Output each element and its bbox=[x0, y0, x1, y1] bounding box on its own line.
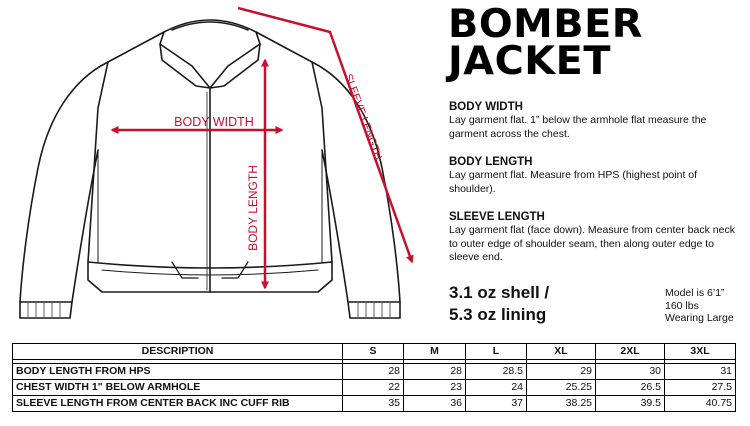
spec-heading: BODY WIDTH bbox=[449, 101, 523, 113]
jacket-diagram: BODY WIDTH BODY LENGTH SLEEVE LENGTH bbox=[19, 6, 414, 319]
spec-body-width: BODY WIDTH Lay garment flat. 1” below th… bbox=[449, 100, 744, 141]
table-header-row: DESCRIPTION S M L XL 2XL 3XL bbox=[12, 343, 736, 360]
size-chart-table: DESCRIPTION S M L XL 2XL 3XL BODY LENGTH… bbox=[12, 343, 736, 412]
title-line-1: BOMBER bbox=[448, 2, 643, 47]
table-cell: 35 bbox=[342, 395, 404, 412]
sleeve-length-label: SLEEVE LENGTH bbox=[342, 72, 384, 161]
table-cell: 28.5 bbox=[465, 363, 527, 380]
column-header: 2XL bbox=[595, 343, 665, 360]
table-cell: 31 bbox=[664, 363, 736, 380]
spec-text: Lay garment flat (face down). Measure fr… bbox=[449, 224, 735, 263]
table-cell: 25.25 bbox=[526, 379, 596, 396]
table-row: SLEEVE LENGTH FROM CENTER BACK INC CUFF … bbox=[12, 395, 736, 412]
model-size: Wearing Large bbox=[665, 312, 734, 324]
table-cell: 28 bbox=[403, 363, 466, 380]
row-label: CHEST WIDTH 1" BELOW ARMHOLE bbox=[12, 379, 343, 396]
row-label: SLEEVE LENGTH FROM CENTER BACK INC CUFF … bbox=[12, 395, 343, 412]
table-cell: 29 bbox=[526, 363, 596, 380]
jacket-outline bbox=[19, 19, 401, 319]
table-cell: 23 bbox=[403, 379, 466, 396]
sleeve-length-arrow bbox=[237, 6, 414, 264]
page-title: BOMBER JACKET bbox=[448, 2, 643, 84]
model-height: Model is 6’1” bbox=[665, 287, 725, 299]
table-cell: 30 bbox=[595, 363, 665, 380]
cuff-ribs bbox=[27, 303, 391, 317]
spec-text: Lay garment flat. Measure from HPS (high… bbox=[449, 169, 698, 195]
spec-body-length: BODY LENGTH Lay garment flat. Measure fr… bbox=[449, 155, 744, 196]
spec-heading: SLEEVE LENGTH bbox=[449, 211, 545, 223]
fabric-shell: 3.1 oz shell / bbox=[449, 283, 550, 302]
row-label: BODY LENGTH FROM HPS bbox=[12, 363, 343, 380]
spec-heading: BODY LENGTH bbox=[449, 156, 533, 168]
fabric-weight: 3.1 oz shell / 5.3 oz lining bbox=[449, 282, 549, 326]
spec-text: Lay garment flat. 1” below the armhole f… bbox=[449, 114, 707, 140]
column-header: S bbox=[342, 343, 404, 360]
title-line-2: JACKET bbox=[448, 39, 611, 84]
column-header: M bbox=[403, 343, 466, 360]
column-header: L bbox=[465, 343, 527, 360]
table-cell: 39.5 bbox=[595, 395, 665, 412]
body-length-label: BODY LENGTH bbox=[246, 165, 260, 251]
table-cell: 28 bbox=[342, 363, 404, 380]
table-row: CHEST WIDTH 1" BELOW ARMHOLE 22 23 24 25… bbox=[12, 379, 736, 396]
table-cell: 38.25 bbox=[526, 395, 596, 412]
spec-sleeve-length: SLEEVE LENGTH Lay garment flat (face dow… bbox=[449, 210, 744, 265]
body-width-label: BODY WIDTH bbox=[174, 115, 254, 129]
column-header: 3XL bbox=[664, 343, 736, 360]
model-info: Model is 6’1” 160 lbs Wearing Large bbox=[665, 287, 734, 325]
table-cell: 27.5 bbox=[664, 379, 736, 396]
model-weight: 160 lbs bbox=[665, 299, 699, 312]
table-cell: 40.75 bbox=[664, 395, 736, 412]
table-cell: 22 bbox=[342, 379, 404, 396]
table-cell: 26.5 bbox=[595, 379, 665, 396]
table-row: BODY LENGTH FROM HPS 28 28 28.5 29 30 31 bbox=[12, 363, 736, 380]
table-cell: 36 bbox=[403, 395, 466, 412]
table-cell: 24 bbox=[465, 379, 527, 396]
column-header: DESCRIPTION bbox=[12, 343, 343, 360]
column-header: XL bbox=[526, 343, 596, 360]
fabric-lining: 5.3 oz lining bbox=[449, 305, 547, 324]
table-cell: 37 bbox=[465, 395, 527, 412]
